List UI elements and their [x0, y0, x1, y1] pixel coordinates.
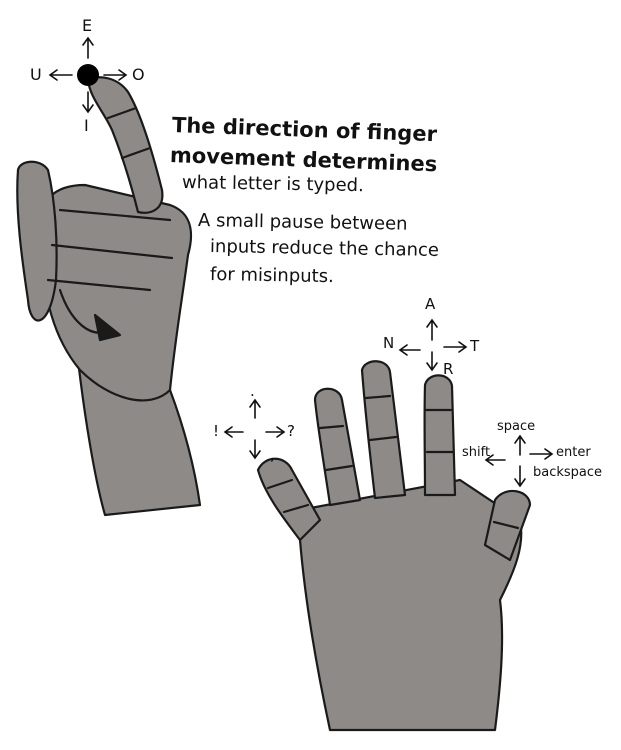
pointing-down-letter: I — [84, 116, 89, 135]
pinky-arrows — [223, 398, 286, 460]
pointing-left-letter: U — [30, 65, 42, 84]
caption-line-5: inputs reduce the chance — [209, 236, 440, 261]
open-hand — [256, 360, 532, 732]
pointing-arrows — [48, 36, 128, 114]
caption-line-4: A small pause between — [197, 210, 408, 235]
thumb-right-label: enter — [556, 445, 591, 460]
middle-right-letter: T — [470, 337, 480, 355]
pinky-down-char: , — [270, 446, 275, 464]
pinky-up-char: . — [250, 382, 255, 400]
thumb-up-label: space — [497, 419, 536, 434]
thumb-arrows — [484, 434, 554, 488]
middle-up-letter: A — [425, 295, 436, 313]
pointing-up-letter: E — [82, 16, 93, 35]
pointing-hand — [16, 76, 202, 517]
middle-left-letter: N — [383, 334, 395, 352]
pinky-left-char: ! — [213, 422, 220, 440]
pinky-right-char: ? — [287, 422, 295, 440]
middle-finger-arrows — [398, 318, 468, 372]
middle-down-letter: R — [443, 360, 454, 378]
caption-line-3: what letter is typed. — [181, 172, 364, 197]
pointing-right-letter: O — [132, 65, 145, 84]
caption-line-6: for misinputs. — [209, 264, 334, 288]
thumb-down-label: backspace — [533, 465, 603, 480]
fingertip-dot — [77, 64, 99, 86]
thumb-left-label: shift — [462, 445, 491, 460]
